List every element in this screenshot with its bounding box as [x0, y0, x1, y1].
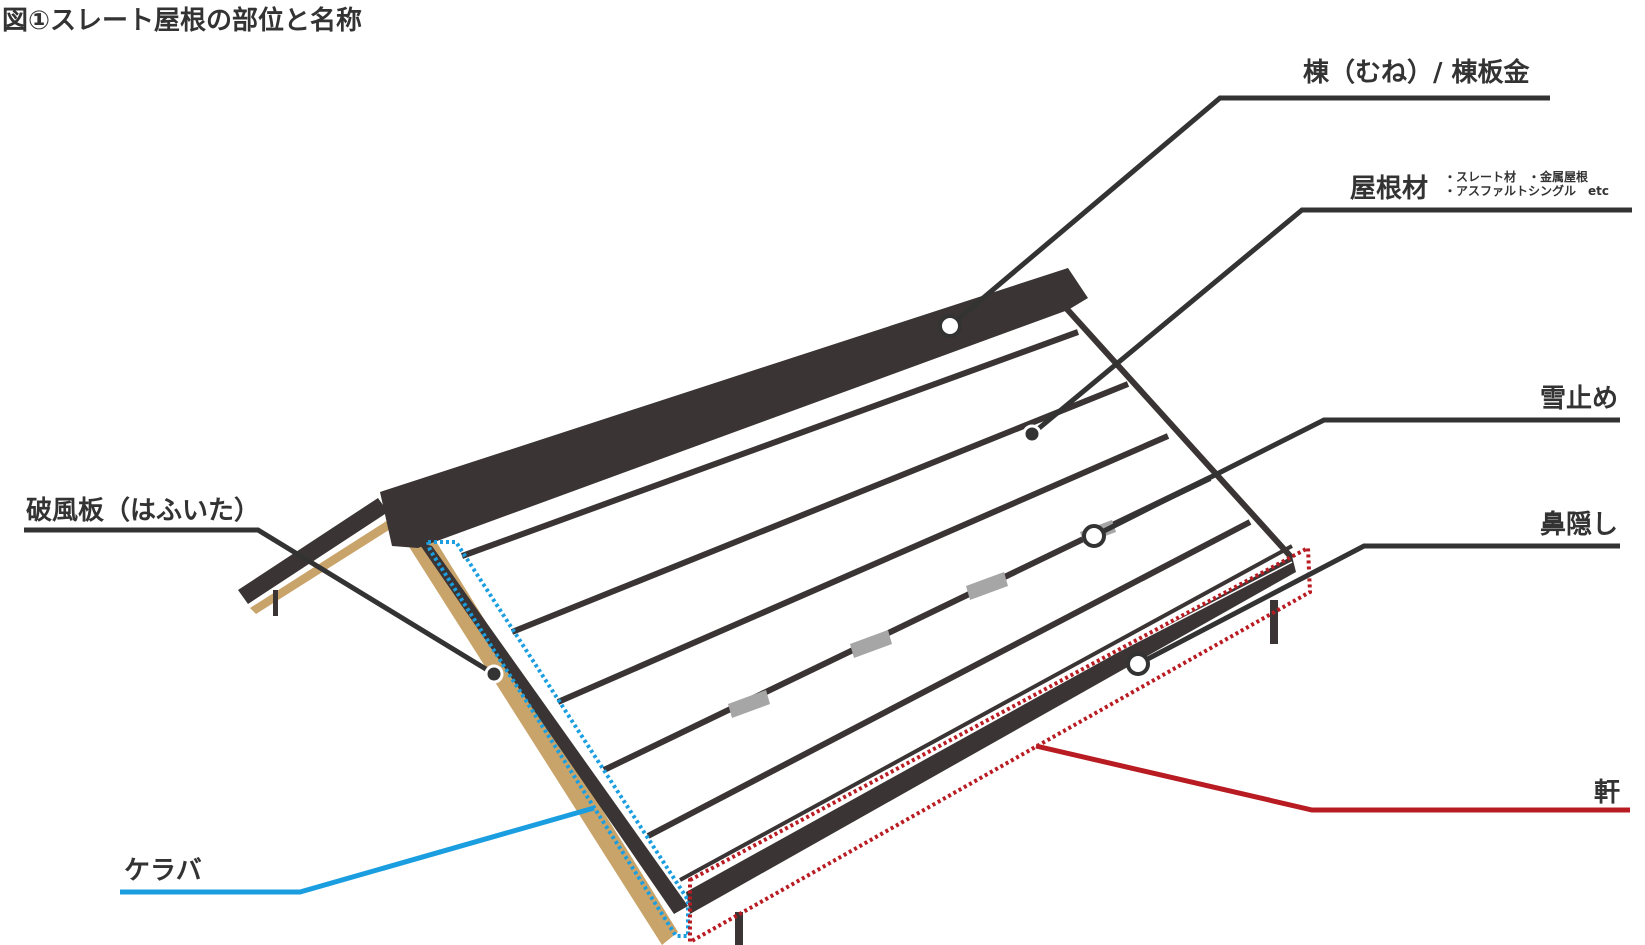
label-yanezai: 屋根材 — [1350, 174, 1429, 204]
label-mune: 棟（むね）/ 棟板金 — [1303, 58, 1530, 88]
figure-title: 図①スレート屋根の部位と名称 — [2, 6, 363, 36]
roofing-row-line-2 — [510, 381, 1130, 635]
roofing-row-line-1 — [460, 329, 1080, 559]
label-yanezai-note-2: ・アスファルトシングル etc — [1444, 184, 1609, 198]
snow-guard-2 — [850, 630, 892, 658]
ridge-cap — [380, 268, 1088, 548]
back-support-post — [273, 590, 278, 616]
hanakakushi-marker — [1126, 652, 1150, 676]
eave-line-2 — [1101, 561, 1293, 661]
keraba-dotted-outline — [426, 540, 690, 938]
label-noki: 軒 — [1594, 778, 1621, 808]
label-keraba: ケラバ — [124, 856, 202, 886]
snow-guard-3 — [966, 572, 1008, 600]
mune-marker — [938, 314, 962, 338]
label-hanakakushi: 鼻隠し — [1540, 510, 1619, 540]
yanezai-leader-line — [1030, 207, 1632, 436]
label-hafuita: 破風板（はふいた） — [26, 496, 261, 526]
roofing-row-line-5 — [646, 519, 1252, 839]
snow-guard-1 — [728, 690, 770, 718]
hafuita-marker — [484, 664, 504, 684]
hafuita-leader-line — [24, 527, 496, 677]
front-support-post-2 — [1270, 600, 1278, 644]
noki-dotted-outline — [688, 544, 1313, 945]
noki-leader-line — [1035, 743, 1630, 813]
keraba-leader-line — [120, 805, 595, 895]
yukidome-marker — [1082, 524, 1106, 548]
yanezai-marker — [1022, 424, 1042, 444]
yukidome-leader-line — [1092, 417, 1620, 539]
mune-leader-line — [948, 95, 1550, 328]
front-support-post-1 — [735, 912, 743, 945]
label-yanezai-note-1: ・スレート材 ・金属屋根 — [1444, 170, 1589, 184]
eave-line-1 — [679, 544, 1293, 882]
eave-front-board — [686, 556, 1296, 914]
back-gable-roof — [238, 498, 388, 604]
roofing-row-line-3 — [556, 433, 1170, 705]
hafuita-wood-board — [392, 520, 678, 945]
roof-left-edge-board — [418, 542, 688, 914]
hanakakushi-leader-line — [1136, 543, 1620, 667]
label-yukidome: 雪止め — [1540, 384, 1619, 414]
roof-right-edge — [1063, 305, 1295, 561]
